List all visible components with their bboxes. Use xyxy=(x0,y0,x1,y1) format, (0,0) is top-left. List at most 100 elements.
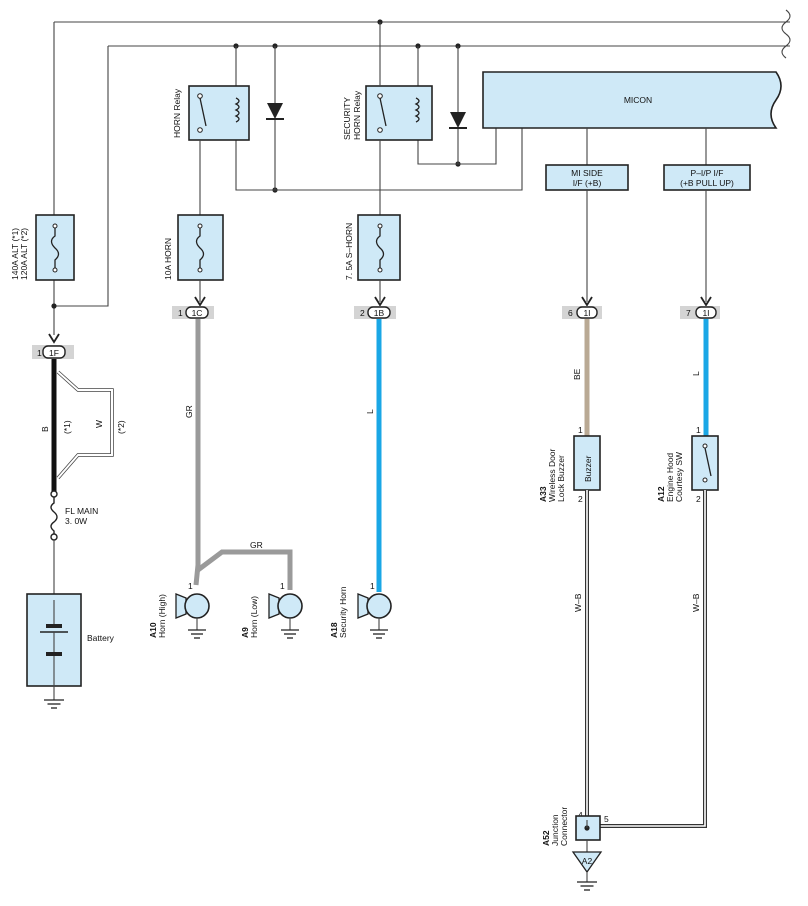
buzzer-name-1: Wireless Door xyxy=(547,448,557,502)
horn-a9-pin: 1 xyxy=(280,581,285,591)
wire-gr-label-1: GR xyxy=(184,405,194,418)
switch-pin-bot: 2 xyxy=(696,494,701,504)
junction-pin5: 5 xyxy=(604,814,609,824)
fuse-horn-label: 10A HORN xyxy=(163,238,173,280)
micon-unit: MICON MI SIDE I/F (+B) P–I/P I/F (+B PUL… xyxy=(482,71,782,191)
horn-a10: 1 A10 Horn (High) xyxy=(148,581,210,639)
power-bus-wires xyxy=(53,9,791,335)
buzzer-inner-label: Buzzer xyxy=(583,455,593,482)
wb-wire xyxy=(600,490,706,827)
horn-a18-name: Security Horn xyxy=(338,586,348,638)
connector-1f-pin: 1 xyxy=(37,348,42,358)
horn-wiring: GR GR xyxy=(184,319,293,590)
connector-1c-pin: 1 xyxy=(178,308,183,318)
junction-name-1: Junction xyxy=(550,814,560,846)
switch-code: A12 xyxy=(656,486,666,502)
connector-1b: 2 1B xyxy=(354,296,396,319)
connector-arrow-icon xyxy=(374,296,386,307)
wire-wb-label-2: W–B xyxy=(691,593,701,612)
mi-side-label-2: I/F (+B) xyxy=(573,178,602,188)
connector-1b-pin: 2 xyxy=(360,308,365,318)
wire-gr-label-2: GR xyxy=(250,540,263,550)
horn-relay-label: HORN Relay xyxy=(172,88,182,138)
horn-a10-code: A10 xyxy=(148,622,158,638)
security-relay-label-1: SECURITY xyxy=(342,97,352,140)
mi-side-label-1: MI SIDE xyxy=(571,168,603,178)
junction-name-2: Connector xyxy=(559,807,569,846)
wire-star1-label: (*1) xyxy=(62,420,72,434)
connector-1b-id: 1B xyxy=(374,308,385,318)
hood-switch-wiring: L 1 A12 Engine Hood Courtesy SW 2 W–B xyxy=(600,319,719,828)
ground-point-icon xyxy=(571,851,603,874)
relay-coil-icon xyxy=(414,97,420,123)
horn-relay: HORN Relay xyxy=(172,46,523,191)
horn-icon xyxy=(184,593,210,619)
horn-a10-pin: 1 xyxy=(188,581,193,591)
switch-icon xyxy=(704,447,712,477)
connector-arrow-icon xyxy=(700,296,712,307)
fuse-alt: 140A ALT (*1) 120A ALT (*2) xyxy=(10,214,75,281)
battery-branch: B (*1) W (*2) FL MAIN 3. 0W Battery xyxy=(26,359,126,709)
connector-arrow-icon xyxy=(581,296,593,307)
horn-icon xyxy=(366,593,392,619)
micon-title: MICON xyxy=(624,95,652,105)
ground-icon xyxy=(44,699,64,709)
wire-be-label: BE xyxy=(572,368,582,380)
horn-a9: 1 A9 Horn (Low) xyxy=(240,581,303,639)
wire-b-label: B xyxy=(40,426,50,432)
horn-a18-code: A18 xyxy=(329,622,339,638)
buzzer-code: A33 xyxy=(538,486,548,502)
connector-1i-six-pin: 6 xyxy=(568,308,573,318)
horn-a9-name: Horn (Low) xyxy=(249,596,259,638)
fuse-icon xyxy=(375,226,385,270)
fuse-horn: 10A HORN xyxy=(163,140,224,302)
junction-connector-a52: 4 5 A52 Junction Connector A2 xyxy=(541,807,609,891)
connector-1f: 1 1F xyxy=(32,333,74,359)
switch-pin-top: 1 xyxy=(696,425,701,435)
security-relay-label-2: HORN Relay xyxy=(352,90,362,140)
connector-1i-seven-pin: 7 xyxy=(686,308,691,318)
connector-1i-six-id: 1I xyxy=(583,308,590,318)
fuse-s-horn: 7. 5A S–HORN xyxy=(344,22,401,302)
connector-1i-seven: 7 1I xyxy=(680,296,720,319)
ground-a2-label: A2 xyxy=(582,856,593,866)
horn-a18: 1 A18 Security Horn xyxy=(329,581,392,639)
battery-label: Battery xyxy=(87,633,115,643)
switch-name-2: Courtesy SW xyxy=(674,452,684,502)
buzzer-pin-top: 1 xyxy=(578,425,583,435)
junction-pin4: 4 xyxy=(578,810,583,820)
diode-icon xyxy=(267,103,283,119)
buzzer-name-2: Lock Buzzer xyxy=(556,455,566,502)
horn-a9-code: A9 xyxy=(240,627,250,638)
fuse-alt-label-2: 120A ALT (*2) xyxy=(19,228,29,280)
fuse-alt-label-1: 140A ALT (*1) xyxy=(10,228,20,280)
fl-main-label-2: 3. 0W xyxy=(65,516,87,526)
connector-1c: 1 1C xyxy=(172,296,214,319)
diode-icon xyxy=(450,112,466,128)
fusible-link-icon xyxy=(50,497,58,535)
security-horn-relay: SECURITY HORN Relay xyxy=(342,46,497,165)
switch-name-1: Engine Hood xyxy=(665,453,675,502)
connector-1i-seven-id: 1I xyxy=(702,308,709,318)
wire-l-label-1: L xyxy=(365,409,375,414)
horn-a18-pin: 1 xyxy=(370,581,375,591)
pip-label-2: (+B PULL UP) xyxy=(680,178,734,188)
horn-icon xyxy=(277,593,303,619)
wire-w-label: W xyxy=(94,420,104,428)
horn-a10-name: Horn (High) xyxy=(157,594,167,638)
relay-switch-icon xyxy=(199,97,207,127)
wire-star2-label: (*2) xyxy=(116,420,126,434)
junction-code: A52 xyxy=(541,830,551,846)
connector-1f-id: 1F xyxy=(49,348,59,358)
wire-wb-label-1: W–B xyxy=(573,593,583,612)
relay-switch-icon xyxy=(379,97,387,127)
fuse-icon xyxy=(50,226,60,270)
gr-wire xyxy=(193,319,201,586)
buzzer-pin-bot: 2 xyxy=(578,494,583,504)
wire-l-label-2: L xyxy=(691,371,701,376)
fuse-s-horn-label: 7. 5A S–HORN xyxy=(344,223,354,280)
battery-icon xyxy=(46,652,62,656)
connector-arrow-icon xyxy=(48,333,60,344)
